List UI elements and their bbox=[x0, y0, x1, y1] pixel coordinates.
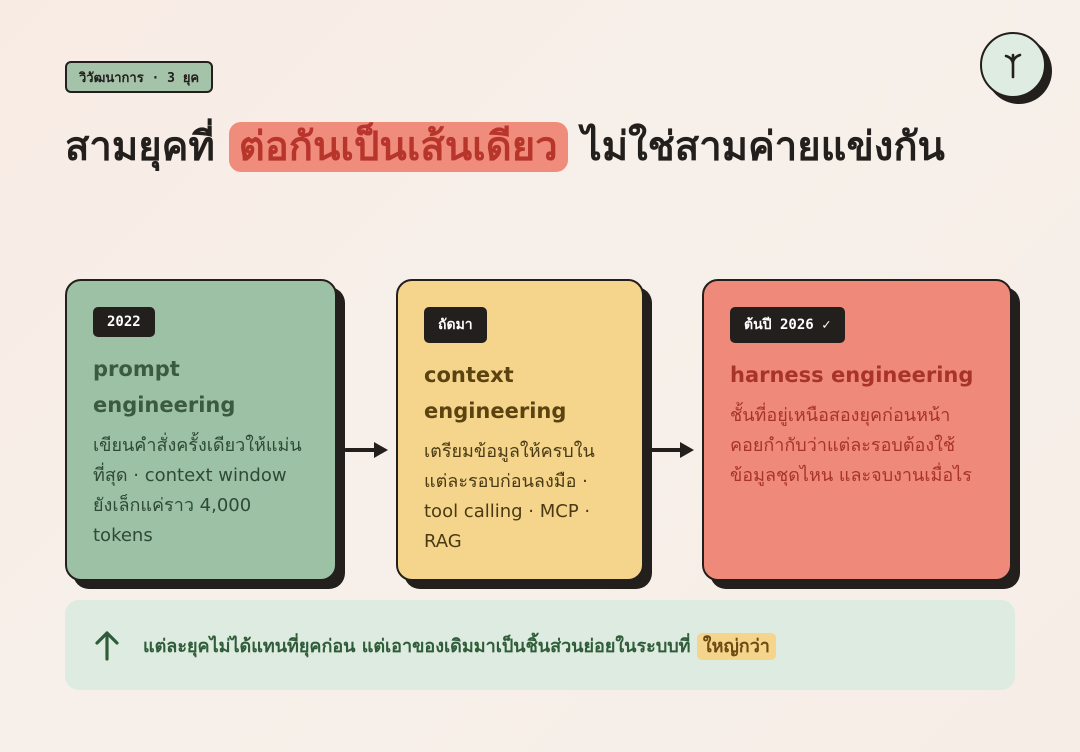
era-description: เขียนคำสั่งครั้งเดียวให้แม่นที่สุด · con… bbox=[93, 435, 302, 546]
title-before: สามยุคที่ bbox=[65, 124, 229, 170]
arrow-up-icon bbox=[95, 631, 119, 661]
arrow-right-icon bbox=[650, 442, 694, 458]
sprout-icon bbox=[1004, 53, 1022, 79]
era-title: harness engineering bbox=[730, 363, 974, 387]
era-card-harness: ต้นปี 2026 ✓ harness engineering ชั้นที่… bbox=[702, 279, 1012, 581]
summary-text: แต่ละยุคไม่ได้แทนที่ยุคก่อน แต่เอาของเดิ… bbox=[143, 631, 776, 660]
page-title: สามยุคที่ ต่อกันเป็นเส้นเดียว ไม่ใช่สามค… bbox=[65, 104, 1025, 190]
summary-main: แต่ละยุคไม่ได้แทนที่ยุคก่อน แต่เอาของเดิ… bbox=[143, 635, 697, 657]
title-highlight: ต่อกันเป็นเส้นเดียว bbox=[228, 122, 568, 172]
era-description: ชั้นที่อยู่เหนือสองยุคก่อนหน้า คอยกำกับว… bbox=[730, 405, 972, 486]
summary-highlight: ใหญ่กว่า bbox=[696, 632, 776, 660]
era-description: เตรียมข้อมูลให้ครบในแต่ละรอบก่อนลงมือ · … bbox=[424, 441, 595, 552]
logo bbox=[980, 32, 1046, 98]
era-title: context engineering bbox=[424, 363, 567, 423]
era-badge: 2022 bbox=[93, 307, 155, 337]
summary-banner: แต่ละยุคไม่ได้แทนที่ยุคก่อน แต่เอาของเดิ… bbox=[65, 600, 1015, 690]
arrow-right-icon bbox=[344, 442, 388, 458]
title-after: ไม่ใช่สามค่ายแข่งกัน bbox=[567, 124, 945, 170]
era-card-prompt: 2022 prompt engineering เขียนคำสั่งครั้ง… bbox=[65, 279, 337, 581]
era-title: prompt engineering bbox=[93, 357, 236, 417]
era-badge: ต้นปี 2026 ✓ bbox=[730, 307, 845, 343]
era-card-context: ถัดมา context engineering เตรียมข้อมูลให… bbox=[396, 279, 644, 581]
era-badge: ถัดมา bbox=[424, 307, 487, 343]
era-tag: วิวัฒนาการ · 3 ยุค bbox=[65, 61, 214, 93]
